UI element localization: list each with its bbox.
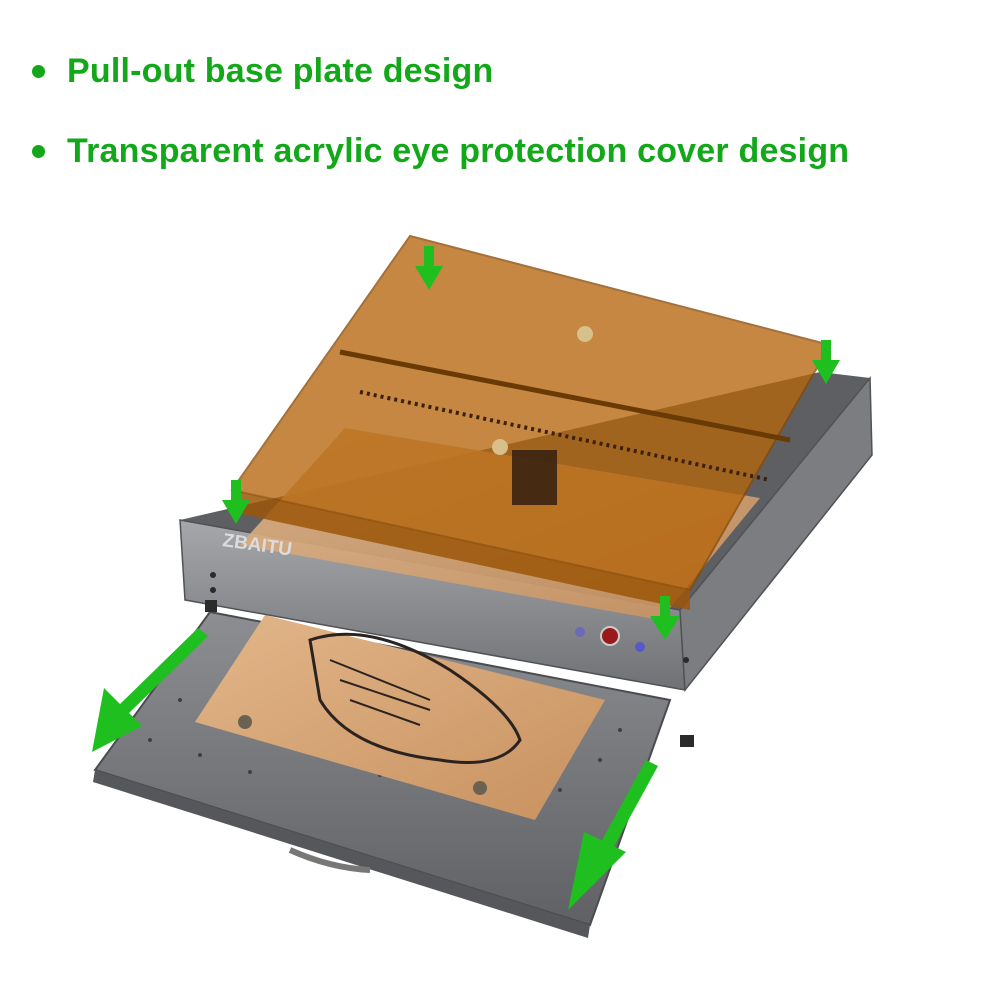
arrows bbox=[92, 246, 840, 910]
laser-engraver-illustration: ZBAITU bbox=[92, 234, 873, 938]
wood-workpiece-front bbox=[195, 615, 605, 820]
arrow-down-icon bbox=[415, 246, 443, 290]
arrow-pull-out-icon bbox=[92, 628, 208, 752]
arrow-pull-out-icon bbox=[568, 760, 658, 910]
arrow-down-icon bbox=[222, 480, 250, 524]
acrylic-eye-protection-cover bbox=[230, 234, 832, 610]
feature-bullet-acrylic-cover: Transparent acrylic eye protection cover… bbox=[32, 132, 849, 171]
bullet-dot-icon bbox=[32, 145, 45, 158]
feature-text: Pull-out base plate design bbox=[67, 52, 494, 90]
arrow-down-icon bbox=[650, 596, 680, 640]
feature-text: Transparent acrylic eye protection cover… bbox=[67, 132, 850, 170]
arrow-down-icon bbox=[812, 340, 840, 384]
bullet-dot-icon bbox=[32, 65, 45, 78]
feature-bullet-pull-out: Pull-out base plate design bbox=[32, 52, 493, 91]
